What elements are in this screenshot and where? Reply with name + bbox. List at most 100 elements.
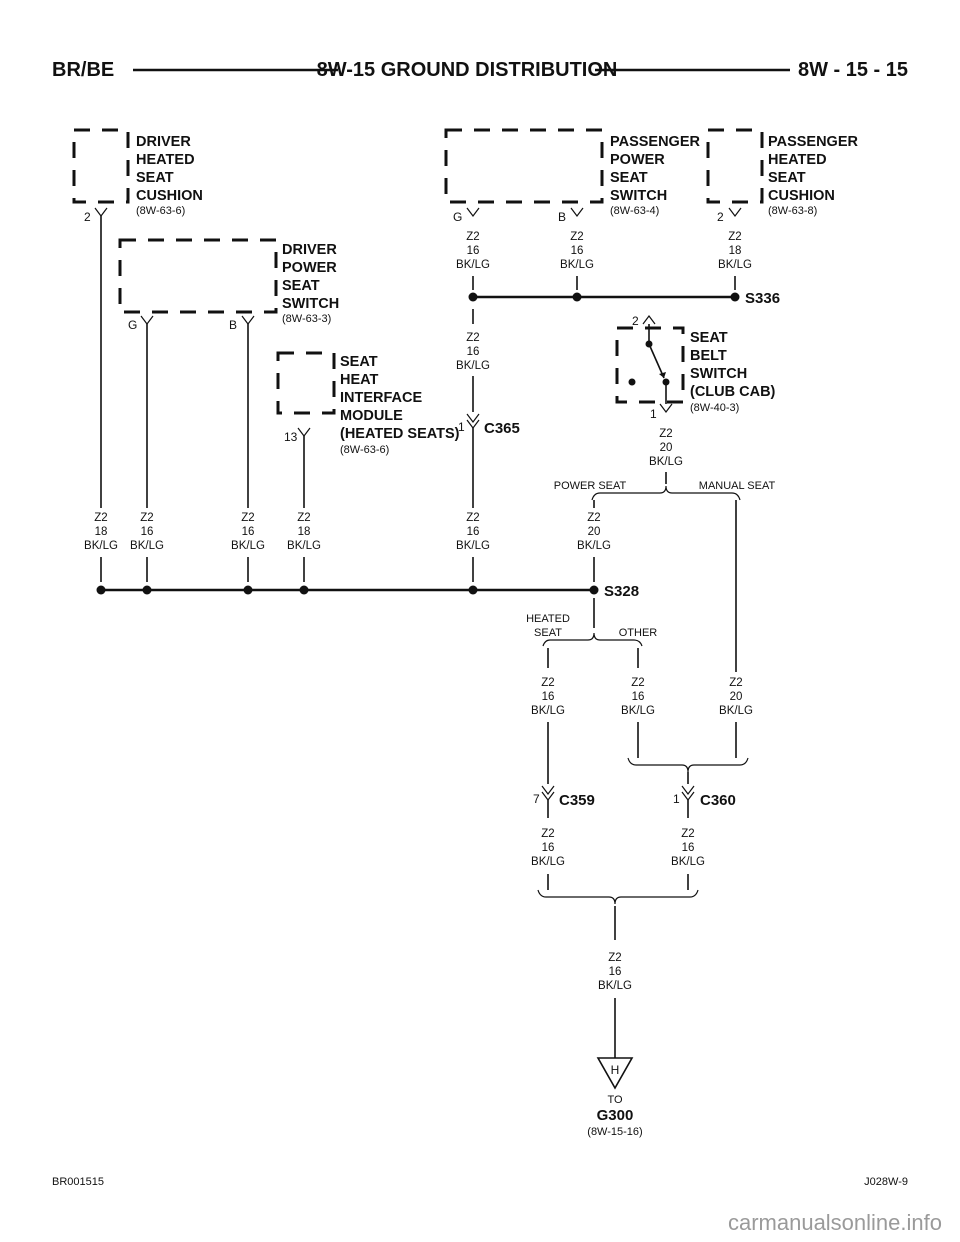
svg-text:BK/LG: BK/LG xyxy=(671,856,705,868)
wire-label-heated: Z2 16 BK/LG xyxy=(531,677,565,717)
wire-label-passenger-b: Z2 16 BK/LG xyxy=(560,231,594,271)
svg-text:BELT: BELT xyxy=(690,348,727,364)
connector-pin-icon xyxy=(570,207,584,217)
svg-text:16: 16 xyxy=(467,245,480,257)
connector-pin-icon xyxy=(94,207,108,217)
svg-text:Z2: Z2 xyxy=(94,512,107,524)
splice-dot xyxy=(243,585,253,595)
svg-text:18: 18 xyxy=(95,526,108,538)
ground-name: G300 xyxy=(597,1107,634,1124)
inline-connector-icon xyxy=(681,785,695,801)
driver-power-seat-switch-box xyxy=(118,238,278,314)
seat-belt-pin-1: 1 xyxy=(650,407,657,421)
inline-connector-icon xyxy=(466,413,480,429)
connector-label-c365: C365 xyxy=(484,420,520,437)
svg-text:SEAT: SEAT xyxy=(610,170,648,186)
svg-text:INTERFACE: INTERFACE xyxy=(340,390,423,406)
svg-text:BK/LG: BK/LG xyxy=(718,259,752,271)
passenger-heated-seat-cushion-title: PASSENGER HEATED SEAT CUSHION xyxy=(768,134,859,204)
splice-dot xyxy=(96,585,106,595)
splice-label-s336: S336 xyxy=(745,290,780,307)
svg-text:BK/LG: BK/LG xyxy=(231,540,265,552)
svg-text:16: 16 xyxy=(542,691,555,703)
svg-text:POWER: POWER xyxy=(610,152,665,168)
footer-left: BR001515 xyxy=(52,1176,104,1188)
seat-heat-interface-module-title: SEAT HEAT INTERFACE MODULE (HEATED SEATS… xyxy=(340,354,460,442)
svg-text:SEAT: SEAT xyxy=(340,354,378,370)
svg-text:HEATED: HEATED xyxy=(526,613,570,625)
svg-text:Z2: Z2 xyxy=(297,512,310,524)
svg-text:Z2: Z2 xyxy=(466,512,479,524)
seat-belt-switch-title: SEAT BELT SWITCH (CLUB CAB) xyxy=(690,330,776,400)
svg-text:Z2: Z2 xyxy=(729,677,742,689)
driver-power-pin-b: B xyxy=(229,318,237,332)
svg-text:SEAT: SEAT xyxy=(282,278,320,294)
svg-text:(HEATED SEATS): (HEATED SEATS) xyxy=(340,426,460,442)
svg-text:Z2: Z2 xyxy=(541,828,554,840)
wire-label-other: Z2 16 BK/LG xyxy=(621,677,655,717)
svg-text:PASSENGER: PASSENGER xyxy=(768,134,859,150)
seat-belt-switch-ref: (8W-40-3) xyxy=(690,402,739,414)
passenger-heated-seat-cushion-box xyxy=(706,128,764,204)
wire-label-w2: Z2 16 BK/LG xyxy=(130,512,164,552)
splice-dot xyxy=(589,585,599,595)
branch-bracket-power-manual xyxy=(591,485,741,501)
ground-ref: (8W-15-16) xyxy=(587,1126,642,1138)
seat-belt-pin-2: 2 xyxy=(632,314,639,328)
watermark: carmanualsonline.info xyxy=(728,1210,942,1235)
ground-triangle-icon xyxy=(596,1057,634,1090)
svg-text:SEAT: SEAT xyxy=(534,627,562,639)
svg-text:Z2: Z2 xyxy=(587,512,600,524)
svg-text:PASSENGER: PASSENGER xyxy=(610,134,701,150)
footer-right: J028W-9 xyxy=(864,1176,908,1188)
connector-pin-icon xyxy=(642,315,656,325)
svg-text:HEATED: HEATED xyxy=(768,152,827,168)
svg-text:20: 20 xyxy=(660,442,673,454)
driver-power-pin-g: G xyxy=(128,318,137,332)
connector-pin-icon xyxy=(659,403,673,413)
ground-letter: H xyxy=(611,1063,620,1077)
branch-label-heated-seat: HEATED SEAT xyxy=(526,613,570,639)
passenger-power-seat-switch-title: PASSENGER POWER SEAT SWITCH xyxy=(610,134,701,204)
svg-text:18: 18 xyxy=(298,526,311,538)
c359-pin: 7 xyxy=(533,792,540,806)
connector-label-c360: C360 xyxy=(700,792,736,809)
merge-bracket-c360 xyxy=(627,757,749,773)
svg-text:(CLUB CAB): (CLUB CAB) xyxy=(690,384,776,400)
branch-label-power-seat: POWER SEAT xyxy=(554,480,627,492)
svg-text:SWITCH: SWITCH xyxy=(690,366,747,382)
svg-text:Z2: Z2 xyxy=(570,231,583,243)
svg-text:BK/LG: BK/LG xyxy=(531,705,565,717)
svg-text:HEATED: HEATED xyxy=(136,152,195,168)
connector-pin-icon xyxy=(297,427,311,437)
svg-text:BK/LG: BK/LG xyxy=(456,360,490,372)
branch-label-manual-seat: MANUAL SEAT xyxy=(699,480,776,492)
splice-dot xyxy=(299,585,309,595)
switch-arrow-icon xyxy=(659,372,666,378)
ground-to: TO xyxy=(607,1094,623,1106)
splice-dot xyxy=(730,292,740,302)
svg-text:16: 16 xyxy=(141,526,154,538)
wire-label-belt-out: Z2 20 BK/LG xyxy=(649,428,683,468)
svg-text:BK/LG: BK/LG xyxy=(531,856,565,868)
svg-text:Z2: Z2 xyxy=(466,231,479,243)
svg-text:Z2: Z2 xyxy=(728,231,741,243)
svg-text:SWITCH: SWITCH xyxy=(610,188,667,204)
svg-text:BK/LG: BK/LG xyxy=(456,540,490,552)
inline-connector-icon xyxy=(541,785,555,801)
svg-text:Z2: Z2 xyxy=(631,677,644,689)
svg-text:DRIVER: DRIVER xyxy=(282,242,337,258)
header-center: 8W-15 GROUND DISTRIBUTION xyxy=(317,59,618,81)
seat-heat-module-pin: 13 xyxy=(284,430,298,444)
svg-text:16: 16 xyxy=(682,842,695,854)
passenger-power-seat-switch-box xyxy=(444,128,604,204)
branch-bracket-heated-other xyxy=(542,632,643,647)
svg-text:BK/LG: BK/LG xyxy=(456,259,490,271)
svg-text:BK/LG: BK/LG xyxy=(560,259,594,271)
svg-text:16: 16 xyxy=(467,526,480,538)
wire-label-passenger-g: Z2 16 BK/LG xyxy=(456,231,490,271)
c365-pin: 1 xyxy=(458,420,465,434)
svg-text:MODULE: MODULE xyxy=(340,408,403,424)
svg-text:16: 16 xyxy=(632,691,645,703)
